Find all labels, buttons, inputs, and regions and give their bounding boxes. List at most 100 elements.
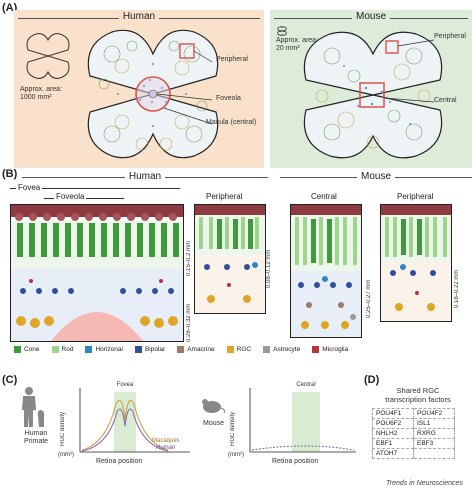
human-area-outline: [26, 33, 70, 79]
tf-cell: EBF1: [372, 438, 414, 449]
tf-cell: NHLH2: [372, 428, 414, 439]
mouse-silhouette-icon: [202, 399, 226, 414]
legend-label: Bipolar: [144, 346, 166, 353]
tf-cell: ATOH7: [372, 448, 414, 459]
fovea-retina-section: [10, 204, 184, 342]
mouse-caption: Mouse: [203, 420, 225, 427]
mouse-peripheral-label: Peripheral: [434, 33, 466, 40]
human-flatmount: [87, 29, 219, 159]
legend-swatch: [14, 346, 21, 353]
mouse-chart-xlabel: Retina position: [272, 458, 319, 465]
human-peripheral-section: [194, 204, 266, 314]
mouse-chart-unit: (mm²): [228, 452, 244, 458]
human-silhouette-icon: [22, 387, 45, 427]
legend-item-horizonal: Horizonal: [85, 346, 123, 353]
mouse-title-text: Mouse: [351, 11, 391, 22]
tf-cell: ISL1: [413, 418, 455, 429]
human-title-a: Human: [14, 11, 264, 24]
legend-label: Cone: [24, 346, 40, 353]
meas-central-mouse: 0.25–0.27 mm: [366, 228, 376, 318]
panel-a-label: (A): [2, 2, 18, 14]
legend-macaques: Macaques: [152, 438, 180, 444]
legend-label: Amacrine: [187, 346, 215, 353]
human-foveola-label: Foveola: [216, 95, 241, 102]
col-title-peripheral-mouse: Peripheral: [397, 192, 434, 201]
meas-fovea-lower-text: 0.28–0.32 mm: [186, 303, 192, 342]
human-title-text: Human: [118, 11, 160, 22]
legend-label: Microglia: [322, 346, 349, 353]
tf-cell: POU6F2: [372, 418, 414, 429]
human-primate-caption: Human Primate: [23, 430, 49, 445]
tf-row: ATOH7: [372, 448, 455, 459]
legend-swatch: [263, 346, 271, 353]
mouse-title-b-text: Mouse: [356, 171, 396, 182]
tf-cell: RXRG: [413, 428, 455, 439]
legend-item-amacrine: Amacrine: [177, 346, 215, 353]
legend-label: Horizonal: [95, 346, 123, 353]
mouse-central-label: Central: [434, 97, 457, 104]
meas-fovea-upper-text: 0.15–0.2 mm: [186, 240, 192, 276]
human-title-b-text: Human: [124, 171, 166, 182]
legend-swatch: [85, 346, 93, 353]
human-area-text: Approx. area: 1000 mm²: [20, 86, 63, 101]
legend-swatch: [312, 346, 320, 353]
legend-item-rod: Rod: [51, 346, 74, 353]
meas-peripheral-mouse: 0.18–0.22 mm: [454, 226, 464, 308]
foveola-label: Foveola: [54, 192, 87, 201]
mouse-title-b: Mouse: [280, 171, 472, 183]
legend-swatch: [51, 346, 59, 353]
tf-cell: EBF3: [413, 438, 455, 449]
tf-cell: POU4F1: [372, 408, 414, 419]
cell-type-legend: Cone Rod Horizonal Bipolar Amacrine RGC Astroc…: [14, 346, 454, 353]
legend-item-microglia: Microglia: [312, 346, 348, 353]
panel-c-label: (C): [2, 374, 18, 386]
meas-peripheral-human: 0.08–0.12 mm: [266, 216, 276, 288]
meas-peripheral-mouse-text: 0.18–0.22 mm: [454, 269, 460, 308]
tf-cell: POU4F2: [413, 408, 455, 419]
fovea-label: Fovea: [16, 183, 43, 192]
mouse-title-a: Mouse: [270, 11, 472, 24]
human-chart-highlight-label: Fovea: [116, 382, 134, 388]
legend-swatch: [177, 346, 185, 353]
col-title-central-mouse: Central: [311, 192, 337, 201]
legend-item-cone: Cone: [14, 346, 40, 353]
legend-swatch: [226, 346, 234, 353]
legend-label: Astrocyte: [273, 346, 301, 353]
panel-d-label: (D): [364, 374, 380, 386]
legend-label: Rod: [61, 346, 74, 353]
legend-item-bipolar: Bipolar: [134, 346, 166, 353]
mouse-chart-ylabel: RGC density: [230, 411, 236, 446]
foveola-bracket: Foveola: [44, 192, 124, 203]
meas-central-mouse-text: 0.25–0.27 mm: [366, 279, 372, 318]
mouse-peripheral-section: [380, 204, 452, 322]
legend-item-rgc: RGC: [226, 346, 252, 353]
human-macula-label: Macula (central): [206, 119, 257, 126]
human-chart-ylabel: RGC density: [60, 411, 66, 446]
journal-footer: Trends in Neurosciences: [386, 480, 463, 487]
legend-item-astrocyte: Astrocyte: [263, 346, 300, 353]
human-title-b: Human: [22, 171, 268, 183]
col-title-peripheral-human: Peripheral: [206, 192, 243, 201]
mouse-rgc-chart: Central RGC density (mm²) Retina positio…: [226, 382, 358, 474]
human-chart-unit: (mm²): [58, 452, 74, 458]
meas-peripheral-human-text: 0.08–0.12 mm: [266, 249, 272, 288]
human-chart-xlabel: Retina position: [96, 458, 143, 465]
legend-label: RGC: [236, 346, 252, 353]
human-peripheral-label: Peripheral: [216, 56, 248, 63]
tf-cell: [413, 448, 455, 459]
panel-b-label: (B): [2, 168, 18, 180]
mouse-flatmount: [303, 31, 443, 159]
mouse-chart-highlight-label: Central: [296, 382, 316, 388]
legend-swatch: [134, 346, 142, 353]
tf-title: Shared RGC transcription factors: [385, 386, 451, 404]
mouse-area-text: Approx. area: 20 mm²: [276, 37, 319, 52]
legend-human: Human: [156, 445, 176, 451]
mouse-area-outline: [277, 26, 287, 36]
mouse-central-section: [290, 204, 362, 338]
fovea-bracket: Fovea: [10, 183, 180, 195]
